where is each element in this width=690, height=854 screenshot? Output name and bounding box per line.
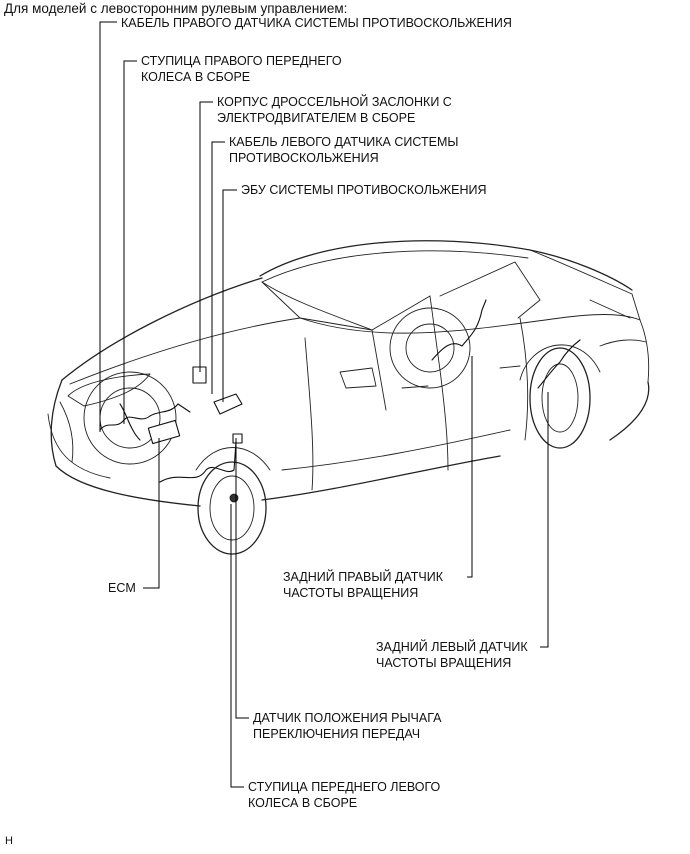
- figure-code: H: [5, 835, 13, 847]
- label-shift-lever-sensor-line2: ПЕРЕКЛЮЧЕНИЯ ПЕРЕДАЧ: [253, 727, 421, 741]
- car-outline: [47, 240, 650, 555]
- label-ecm: ECM: [108, 581, 136, 595]
- label-right-hub-line2: КОЛЕСА В СБОРЕ: [141, 70, 251, 84]
- label-right-sensor-cable: КАБЕЛЬ ПРАВОГО ДАТЧИКА СИСТЕМЫ ПРОТИВОСК…: [121, 16, 512, 30]
- label-skid-control-ecu: ЭБУ СИСТЕМЫ ПРОТИВОСКОЛЬЖЕНИЯ: [241, 183, 487, 197]
- label-throttle-body-line1: КОРПУС ДРОССЕЛЬНОЙ ЗАСЛОНКИ С: [217, 95, 452, 109]
- label-throttle-body-line2: ЭЛЕКТРОДВИГАТЕЛЕМ В СБОРЕ: [217, 111, 416, 125]
- label-rear-left-speed-sensor-line1: ЗАДНИЙ ЛЕВЫЙ ДАТЧИК: [376, 640, 528, 654]
- label-rear-right-speed-sensor-line1: ЗАДНИЙ ПРАВЫЙ ДАТЧИК: [283, 570, 443, 584]
- label-rear-right-speed-sensor-line2: ЧАСТОТЫ ВРАЩЕНИЯ: [283, 586, 419, 600]
- label-left-sensor-cable-line1: КАБЕЛЬ ЛЕВОГО ДАТЧИКА СИСТЕМЫ: [229, 135, 459, 149]
- label-left-hub-line2: КОЛЕСА В СБОРЕ: [248, 796, 358, 810]
- label-shift-lever-sensor-line1: ДАТЧИК ПОЛОЖЕНИЯ РЫЧАГА: [253, 711, 442, 725]
- leader-lines: [99, 21, 549, 788]
- label-right-hub-line1: СТУПИЦА ПРАВОГО ПЕРЕДНЕГО: [141, 54, 342, 68]
- model-heading: Для моделей с левосторонним рулевым упра…: [4, 1, 348, 16]
- sensor-wiring: [99, 299, 581, 483]
- label-left-hub-line1: СТУПИЦА ПЕРЕДНЕГО ЛЕВОГО: [248, 780, 441, 794]
- label-left-sensor-cable-line2: ПРОТИВОСКОЛЬЖЕНИЯ: [229, 151, 379, 165]
- label-rear-left-speed-sensor-line2: ЧАСТОТЫ ВРАЩЕНИЯ: [376, 656, 512, 670]
